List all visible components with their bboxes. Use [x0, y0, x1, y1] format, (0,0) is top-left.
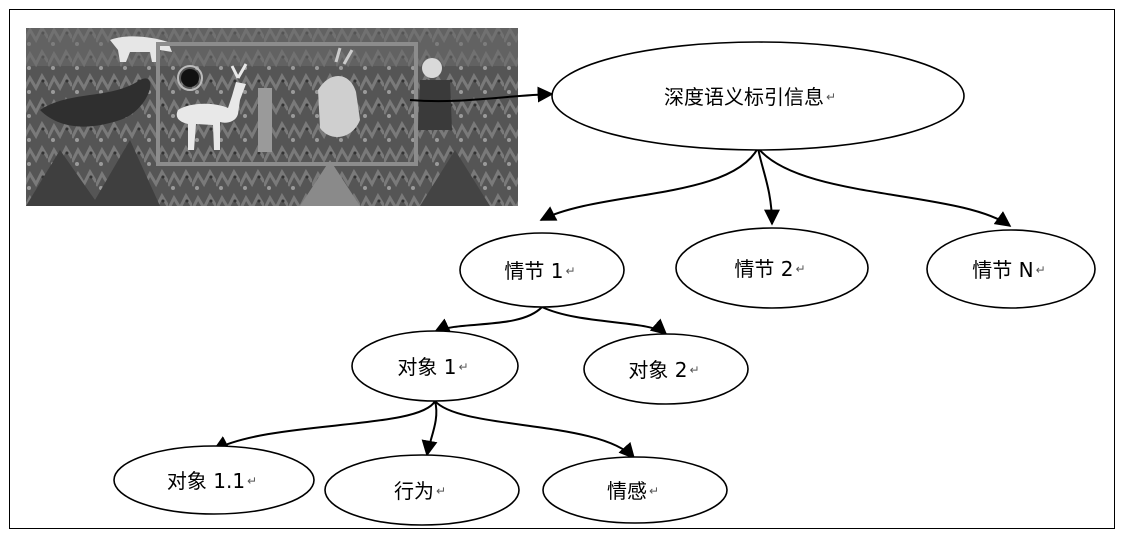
edge-object1-emotion — [434, 400, 636, 460]
node-object2: 对象 2↵ — [583, 333, 749, 405]
svg-text:情节 2↵: 情节 2↵ — [734, 257, 805, 281]
node-object11: 对象 1.1↵ — [113, 445, 315, 515]
svg-text:情节 1↵: 情节 1↵ — [504, 259, 575, 283]
mural-image — [26, 28, 518, 206]
svg-text:对象 2↵: 对象 2↵ — [628, 358, 699, 382]
svg-text:对象 1.1↵: 对象 1.1↵ — [167, 469, 257, 493]
node-emotion: 情感↵ — [542, 456, 728, 524]
svg-text:行为↵: 行为↵ — [394, 479, 446, 503]
edge-object1-object11 — [212, 400, 436, 451]
edges — [212, 86, 1012, 460]
node-object1: 对象 1↵ — [351, 330, 519, 402]
edge-plot1-object1 — [433, 306, 543, 334]
svg-text:情节 N↵: 情节 N↵ — [972, 258, 1045, 282]
svg-text:对象 1↵: 对象 1↵ — [397, 355, 468, 379]
node-root: 深度语义标引信息↵ — [551, 41, 965, 151]
edge-image-root — [409, 86, 554, 103]
edge-root-plot1 — [539, 147, 759, 221]
node-plot1: 情节 1↵ — [459, 232, 625, 308]
edge-root-plot2 — [757, 147, 780, 226]
edge-object1-behavior — [421, 400, 438, 457]
node-plotN: 情节 N↵ — [926, 229, 1096, 309]
node-behavior: 行为↵ — [324, 454, 520, 526]
svg-text:深度语义标引信息↵: 深度语义标引信息↵ — [664, 85, 836, 109]
svg-text:情感↵: 情感↵ — [607, 479, 659, 503]
node-plot2: 情节 2↵ — [675, 227, 869, 309]
edge-plot1-object2 — [541, 306, 668, 336]
edge-root-plotN — [757, 147, 1012, 227]
